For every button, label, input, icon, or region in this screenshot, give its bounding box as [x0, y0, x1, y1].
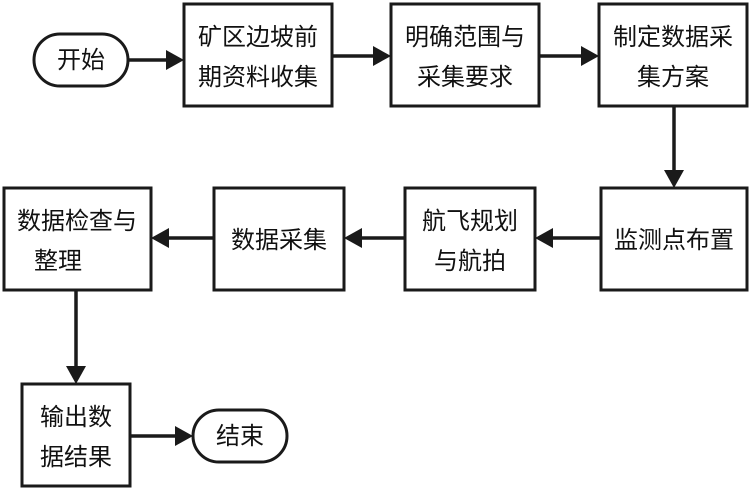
node-data-check-line2: 整理: [34, 247, 82, 275]
arrow-define-scope-to-make-plan: [539, 46, 599, 66]
node-make-plan: 制定数据采 集方案: [597, 2, 749, 108]
node-define-scope-line2: 采集要求: [417, 63, 513, 91]
node-make-plan-line2: 集方案: [637, 63, 709, 91]
node-collect-prior-data: 矿区边坡前 期资料收集: [182, 2, 334, 108]
node-data-collection-label: 数据采集: [231, 226, 327, 254]
node-monitor-points-label: 监测点布置: [614, 226, 734, 254]
arrow-data-collection-to-data-check: [151, 228, 214, 248]
node-flight-line1: 航飞规划: [422, 207, 518, 235]
node-monitor-points: 监测点布置: [599, 186, 749, 292]
node-data-check-line1: 数据检查与: [17, 207, 137, 235]
node-data-collection: 数据采集: [212, 186, 346, 292]
arrow-start-to-collect-prior: [128, 50, 184, 70]
arrow-monitor-points-to-flight: [535, 228, 601, 248]
node-collect-prior-data-line2: 期资料收集: [198, 63, 318, 91]
node-end: 结束: [191, 408, 289, 464]
node-output-line2: 据结果: [40, 443, 112, 471]
node-flight: 航飞规划 与航拍: [403, 186, 537, 292]
node-start: 开始: [32, 32, 130, 88]
node-make-plan-line1: 制定数据采: [613, 23, 733, 51]
node-define-scope: 明确范围与 采集要求: [389, 2, 541, 108]
node-output-line1: 输出数: [40, 403, 112, 431]
node-end-label: 结束: [216, 422, 264, 450]
arrow-output-to-end: [130, 426, 193, 446]
arrow-flight-to-data-collection: [344, 228, 405, 248]
node-output: 输出数 据结果: [20, 382, 132, 488]
arrow-make-plan-to-monitor-points: [664, 106, 684, 188]
arrow-collect-prior-to-define-scope: [332, 46, 391, 66]
node-data-check: 数据检查与 整理: [2, 186, 153, 292]
node-start-label: 开始: [57, 46, 105, 74]
arrow-data-check-to-output: [66, 290, 86, 384]
node-define-scope-line1: 明确范围与: [405, 23, 525, 51]
node-collect-prior-data-line1: 矿区边坡前: [198, 23, 318, 51]
node-flight-line2: 与航拍: [434, 247, 506, 275]
